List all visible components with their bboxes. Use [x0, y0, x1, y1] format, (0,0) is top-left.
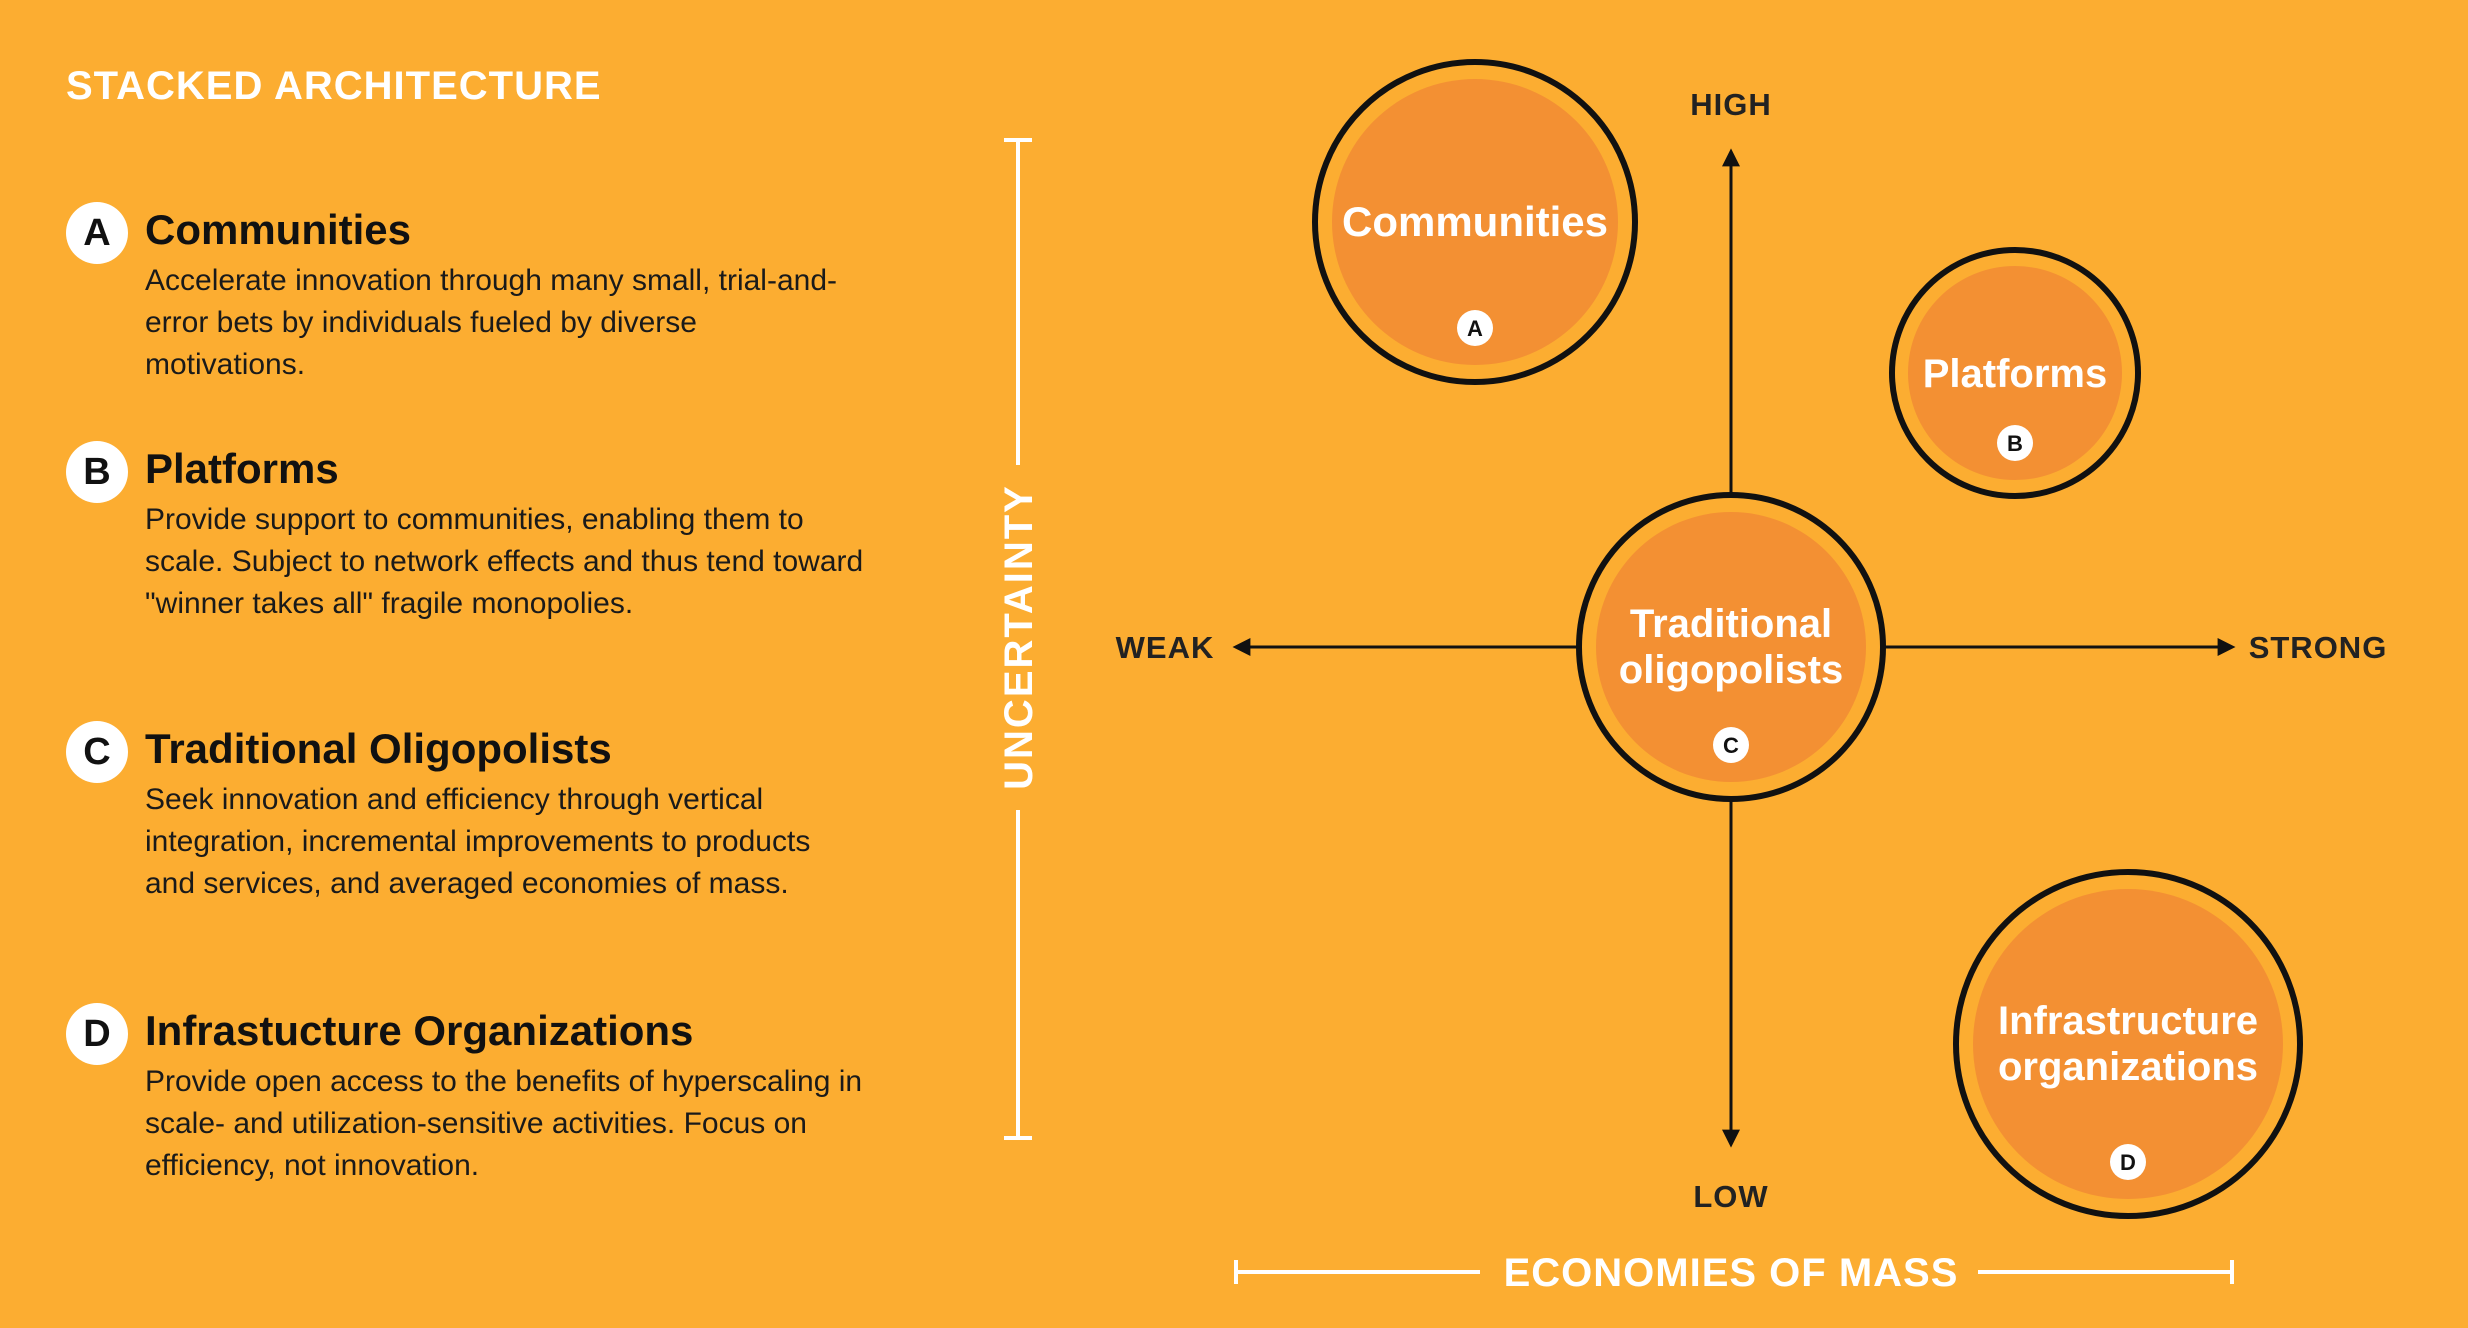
- item-heading: Traditional Oligopolists: [145, 725, 612, 772]
- page-title: STACKED ARCHITECTURE: [66, 64, 602, 108]
- uncertainty-scale: [1004, 138, 1032, 1140]
- item-description: Accelerate innovation through many small…: [145, 264, 838, 381]
- bubble-label-line1: Infrastructure: [1998, 999, 2258, 1043]
- bubble-infrastructure-organizations: Infrastructure organizations D: [1953, 869, 2303, 1219]
- bubble-letter: B: [2007, 431, 2023, 456]
- uncertainty-label: UNCERTAINTY: [997, 484, 1041, 790]
- bubble-communities: Communities A: [1312, 59, 1638, 385]
- letter-badge: C: [66, 721, 128, 783]
- low-label: LOW: [1693, 1179, 1768, 1214]
- bubble-label-line1: Traditional: [1630, 602, 1832, 646]
- item-description: Seek innovation and efficiency through v…: [145, 783, 811, 900]
- letter-badge: A: [66, 202, 128, 264]
- letter-badge: D: [66, 1003, 128, 1065]
- letter-badge: B: [66, 441, 128, 503]
- bubble-letter: D: [2120, 1150, 2136, 1175]
- item-description: Provide support to communities, enabling…: [145, 503, 864, 620]
- item-heading: Platforms: [145, 445, 339, 492]
- high-label: HIGH: [1690, 87, 1772, 122]
- bubble-letter: C: [1723, 733, 1739, 758]
- bubble-letter: A: [1467, 316, 1483, 341]
- item-heading: Communities: [145, 206, 412, 253]
- weak-label: WEAK: [1116, 630, 1215, 665]
- bubble-label: Communities: [1342, 198, 1608, 245]
- bubble-traditional-oligopolists: Traditional oligopolists C: [1576, 492, 1886, 802]
- bubble-label-line2: organizations: [1998, 1045, 2258, 1089]
- bubble-platforms: Platforms B: [1889, 247, 2141, 499]
- strong-label: STRONG: [2249, 630, 2388, 665]
- bubble-label-line2: oligopolists: [1619, 648, 1843, 692]
- axes: [1232, 148, 2236, 1148]
- economies-label: ECONOMIES OF MASS: [1504, 1251, 1959, 1295]
- item-description: Provide open access to the benefits of h…: [145, 1065, 863, 1182]
- economies-scale: [1234, 1260, 2234, 1284]
- item-heading: Infrastucture Organizations: [145, 1007, 694, 1054]
- bubble-label: Platforms: [1923, 352, 2108, 396]
